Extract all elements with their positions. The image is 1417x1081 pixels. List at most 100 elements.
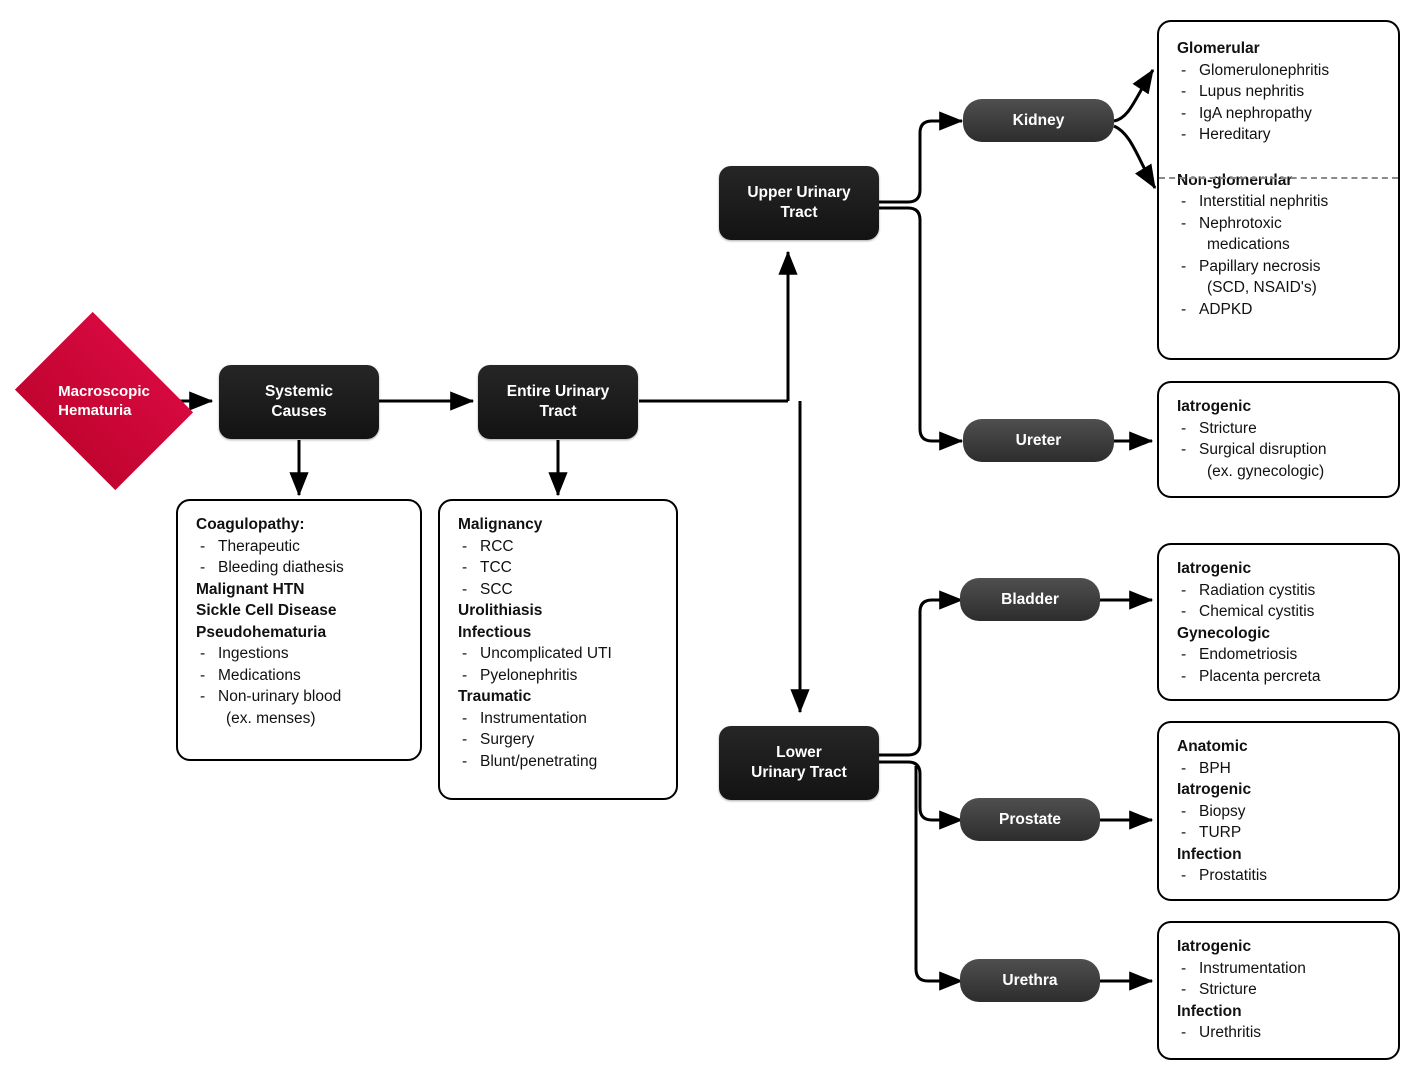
list-item-continuation: (SCD, NSAID's) <box>1207 279 1317 296</box>
list-item-sub: -Blunt/penetrating <box>458 751 662 773</box>
list-item-header: Anatomic <box>1177 738 1248 755</box>
node-lower-urinary-tract-line1: Lower <box>776 744 822 761</box>
bullet-dash-icon: - <box>462 580 468 598</box>
list-item-header: Infection <box>1177 1002 1242 1020</box>
list-item-sub: -Endometriosis <box>1177 644 1384 666</box>
kidney-panel: Glomerular-Glomerulonephritis-Lupus neph… <box>1157 20 1400 360</box>
list-item-label: Radiation cystitis <box>1199 581 1316 599</box>
bladder-panel: Iatrogenic-Radiation cystitis-Chemical c… <box>1157 543 1400 701</box>
bullet-dash-icon: - <box>1181 981 1187 998</box>
list-item-header: Iatrogenic <box>1177 560 1252 577</box>
bullet-dash-icon: - <box>1181 581 1187 599</box>
list-item-sub: -Lupus nephritis <box>1177 81 1384 103</box>
list-item-label: Glomerulonephritis <box>1199 61 1330 79</box>
list-item-label: Medications <box>218 666 301 684</box>
list-item-label: Urethritis <box>1199 1024 1262 1041</box>
list-item-sub: -Chemical cystitis <box>1177 601 1384 623</box>
list-item-header: Urolithiasis <box>458 602 543 619</box>
kidney-nonglomerular-list: Non-glomerular-Interstitial nephritis-Ne… <box>1177 170 1384 321</box>
node-entire-urinary-tract[interactable]: Entire Urinary Tract <box>478 365 638 439</box>
start-node-label-line1: Macroscopic <box>58 383 150 400</box>
node-upper-urinary-tract[interactable]: Upper Urinary Tract <box>719 166 879 240</box>
list-item-label: Instrumentation <box>480 709 587 727</box>
list-item-sub: -Ingestions <box>196 643 406 665</box>
systemic-causes-list: Coagulopathy:-Therapeutic-Bleeding diath… <box>196 514 406 729</box>
list-item-sub: -Placenta percreta <box>1177 666 1384 688</box>
list-item-label: Non-urinary blood <box>218 688 342 705</box>
list-item-label: Chemical cystitis <box>1199 603 1315 620</box>
list-item-header: Infectious <box>458 623 532 641</box>
list-item-sub: -Interstitial nephritis <box>1177 191 1384 213</box>
list-item-label: RCC <box>480 537 514 555</box>
node-prostate-label: Prostate <box>998 810 1062 828</box>
bullet-dash-icon: - <box>1181 257 1187 275</box>
list-item-header: Pseudohematuria <box>196 623 327 641</box>
node-urethra-label: Urethra <box>1002 971 1058 989</box>
list-item-label: Placenta percreta <box>1199 667 1321 685</box>
bullet-dash-icon: - <box>1181 214 1187 232</box>
list-item-sub: -SCC <box>458 579 662 601</box>
bullet-dash-icon: - <box>1181 603 1187 620</box>
list-item-label: IgA nephropathy <box>1199 104 1312 122</box>
bullet-dash-icon: - <box>1181 867 1187 884</box>
list-item-label: Nephrotoxic <box>1199 214 1282 232</box>
bullet-dash-icon: - <box>1181 759 1187 777</box>
edge-upper-to-kidney <box>879 111 964 204</box>
bullet-dash-icon: - <box>1181 126 1187 143</box>
node-entire-urinary-tract-line2: Tract <box>539 403 577 420</box>
node-lower-urinary-tract[interactable]: Lower Urinary Tract <box>719 726 879 800</box>
list-item-continuation: (ex. gynecologic) <box>1207 462 1325 480</box>
list-item-sub: -Radiation cystitis <box>1177 580 1384 602</box>
bullet-dash-icon: - <box>1181 824 1187 841</box>
kidney-glomerular-list: Glomerular-Glomerulonephritis-Lupus neph… <box>1177 38 1384 146</box>
node-systemic-causes-line2: Causes <box>271 403 327 420</box>
node-kidney[interactable]: Kidney <box>963 99 1114 142</box>
edge-lower-to-urethra <box>914 766 964 991</box>
list-item-continuation: (ex. menses) <box>226 709 316 727</box>
list-item-sub: -Glomerulonephritis <box>1177 60 1384 82</box>
list-item-sub: -Uncomplicated UTI <box>458 643 662 665</box>
list-item-header: Coagulopathy: <box>196 516 305 533</box>
bullet-dash-icon: - <box>1181 667 1187 685</box>
list-item-header: Infection <box>1177 845 1242 863</box>
list-item-sub: -RCC <box>458 536 662 558</box>
list-item-header: Iatrogenic <box>1177 781 1252 798</box>
list-item-sub: -Pyelonephritis <box>458 665 662 687</box>
bullet-dash-icon: - <box>462 666 468 684</box>
list-item-label: Pyelonephritis <box>480 666 578 684</box>
list-item-sub: -IgA nephropathy <box>1177 103 1384 125</box>
edge-lower-to-prostate <box>879 760 964 830</box>
list-item-label: Lupus nephritis <box>1199 83 1305 100</box>
list-item-sub: -Nephrotoxic <box>1177 213 1384 235</box>
node-bladder[interactable]: Bladder <box>960 578 1100 621</box>
bullet-dash-icon: - <box>1181 193 1187 210</box>
list-item-sub: -BPH <box>1177 758 1384 780</box>
node-prostate[interactable]: Prostate <box>960 798 1100 841</box>
node-systemic-causes[interactable]: Systemic Causes <box>219 365 379 439</box>
bullet-dash-icon: - <box>1181 802 1187 820</box>
list-item-sub: -Therapeutic <box>196 536 406 558</box>
node-lower-urinary-tract-line2: Urinary Tract <box>751 764 847 781</box>
list-item-label: Therapeutic <box>218 537 300 555</box>
node-ureter[interactable]: Ureter <box>963 419 1114 462</box>
list-item-sub: -Prostatitis <box>1177 865 1384 887</box>
edge-upper-to-ureter <box>879 206 964 451</box>
list-item-sub: -ADPKD <box>1177 299 1384 321</box>
list-item-label: Prostatitis <box>1199 867 1268 884</box>
list-item-label: Instrumentation <box>1199 959 1306 977</box>
bullet-dash-icon: - <box>200 645 206 662</box>
edge-kidney-to-nonglomerular <box>1113 124 1157 190</box>
start-node-macroscopic-hematuria[interactable]: Macroscopic Hematuria <box>14 311 194 491</box>
ureter-panel: Iatrogenic-Stricture-Surgical disruption… <box>1157 381 1400 498</box>
node-upper-urinary-tract-line2: Tract <box>780 204 818 221</box>
node-kidney-label: Kidney <box>1012 111 1065 129</box>
node-urethra[interactable]: Urethra <box>960 959 1100 1002</box>
list-item-label: Surgery <box>480 731 535 748</box>
list-item-header: Sickle Cell Disease <box>196 602 337 619</box>
bullet-dash-icon: - <box>462 559 468 576</box>
list-item-label: Endometriosis <box>1199 646 1298 663</box>
